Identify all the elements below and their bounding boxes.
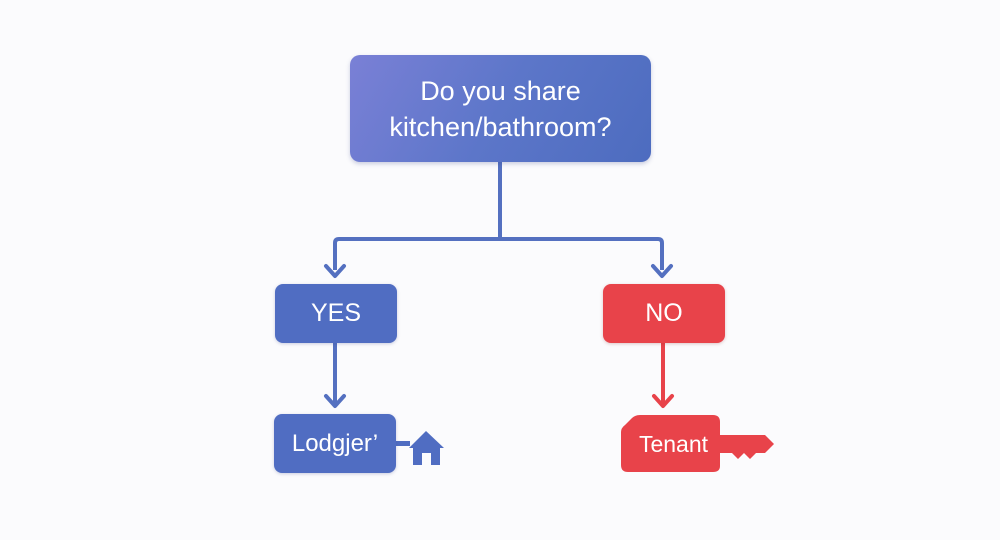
- question-line-1: Do you share: [420, 75, 581, 106]
- lodger-node: Lodgjer’: [274, 414, 396, 473]
- arrow-lodger-icon: [324, 394, 346, 408]
- question-node: Do you share kitchen/bathroom?: [350, 55, 651, 162]
- no-node: NO: [603, 284, 725, 343]
- yes-node: YES: [275, 284, 397, 343]
- key-icon: [621, 415, 774, 472]
- house-icon: [396, 431, 444, 465]
- arrow-yes-icon: [324, 264, 346, 278]
- arrow-tenant-icon: [652, 394, 674, 408]
- tenant-node: Tenant: [638, 431, 709, 457]
- arrow-no-icon: [651, 264, 673, 278]
- question-line-2: kitchen/bathroom?: [389, 111, 612, 142]
